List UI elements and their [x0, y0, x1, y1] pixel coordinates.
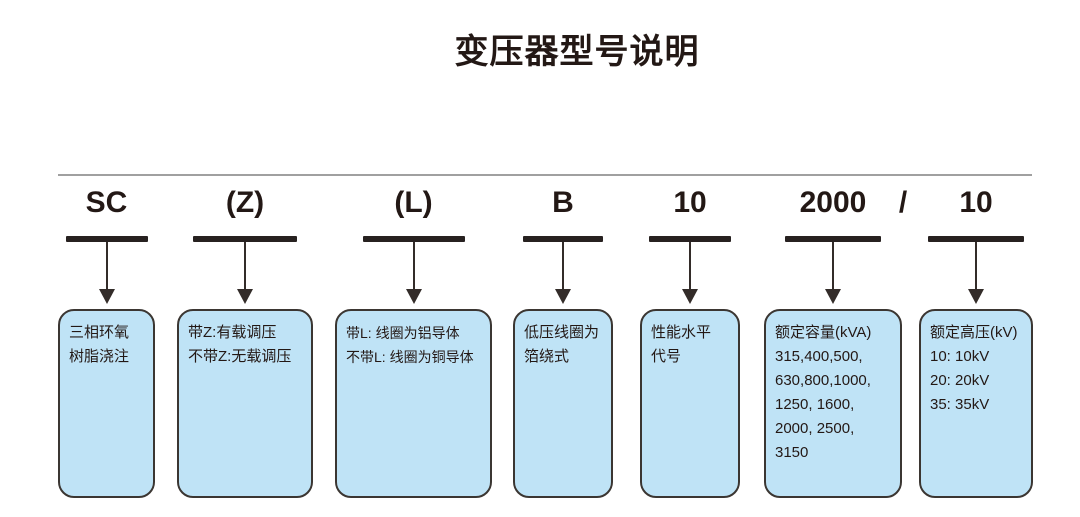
arrow-stem	[832, 242, 834, 292]
description-box: 额定容量(kVA) 315,400,500, 630,800,1000, 125…	[764, 309, 902, 498]
description-line: 带Z:有载调压	[188, 324, 277, 341]
down-arrow-icon	[968, 242, 984, 304]
code-label: SC	[85, 186, 128, 219]
description-line: 性能水平	[651, 324, 712, 341]
arrow-head	[555, 289, 571, 304]
description-line: 不带L: 线圈为铜导体	[346, 349, 474, 365]
code-label: 10	[673, 186, 707, 219]
down-arrow-icon	[237, 242, 253, 304]
description-line: 不带Z:无载调压	[188, 348, 292, 365]
code-underline	[928, 236, 1024, 242]
code-label: 2000	[799, 186, 867, 219]
page-title: 变压器型号说明	[454, 33, 700, 71]
description-box: 额定高压(kV) 10: 10kV 20: 20kV 35: 35kV	[919, 309, 1033, 498]
description-line: 3150	[775, 444, 809, 461]
arrow-head	[98, 289, 115, 304]
description-box: 带Z:有载调压 不带Z:无载调压	[177, 309, 313, 498]
code-underline	[649, 236, 731, 242]
description-line: 1250, 1600,	[775, 396, 855, 413]
description-line: 低压线圈为	[524, 324, 600, 341]
description-line: 35: 35kV	[930, 396, 990, 413]
segment-l: (L) 带L: 线圈为铝导体 不带L: 线圈为铜导体	[335, 0, 492, 517]
code-separator: /	[898, 186, 908, 219]
down-arrow-icon	[405, 242, 422, 304]
description-line: 315,400,500,	[775, 348, 863, 365]
arrow-stem	[244, 242, 246, 292]
segment-sc: SC 三相环氧 树脂浇注	[58, 0, 155, 517]
code-label: 10	[959, 186, 993, 219]
description-box: 带L: 线圈为铝导体 不带L: 线圈为铜导体	[335, 309, 492, 498]
description-box: 低压线圈为 箔绕式	[513, 309, 613, 498]
arrow-stem	[975, 242, 977, 292]
arrow-stem	[105, 242, 108, 292]
description-line: 代号	[651, 348, 682, 365]
description-line: 箔绕式	[524, 348, 570, 365]
code-underline	[785, 236, 881, 242]
description-line: 额定容量(kVA)	[775, 324, 872, 341]
code-label: B	[552, 186, 574, 219]
segment-b: B 低压线圈为 箔绕式	[513, 0, 613, 517]
description-box: 性能水平 代号	[640, 309, 740, 498]
down-arrow-icon	[682, 242, 698, 304]
description-line: 20: 20kV	[930, 372, 990, 389]
down-arrow-icon	[555, 242, 571, 304]
description-line: 2000, 2500,	[775, 420, 855, 437]
arrow-stem	[689, 242, 691, 292]
down-arrow-icon	[98, 242, 115, 304]
code-label: (Z)	[225, 186, 265, 219]
code-underline	[65, 236, 148, 242]
code-underline	[523, 236, 603, 242]
down-arrow-icon	[825, 242, 841, 304]
description-line: 630,800,1000,	[775, 372, 871, 389]
description-line: 带L: 线圈为铝导体	[346, 325, 460, 341]
code-underline	[362, 236, 465, 242]
segment-rated-high-voltage: 10 额定高压(kV) 10: 10kV 20: 20kV 35: 35kV	[919, 0, 1033, 517]
top-rule	[58, 174, 1032, 176]
arrow-head	[405, 289, 422, 304]
segment-z: (Z) 带Z:有载调压 不带Z:无载调压	[177, 0, 313, 517]
description-line: 树脂浇注	[69, 348, 130, 365]
description-box: 三相环氧 树脂浇注	[58, 309, 155, 498]
segment-performance-level: 10 性能水平 代号	[640, 0, 740, 517]
code-underline	[193, 236, 297, 242]
arrow-stem	[412, 242, 415, 292]
description-line: 三相环氧	[69, 324, 130, 341]
description-line: 10: 10kV	[930, 348, 990, 365]
segment-rated-capacity: 2000 额定容量(kVA) 315,400,500, 630,800,1000…	[764, 0, 902, 517]
arrow-stem	[562, 242, 564, 292]
code-label: (L)	[394, 186, 433, 219]
arrow-head	[825, 289, 841, 304]
arrow-head	[237, 289, 253, 304]
description-line: 额定高压(kV)	[930, 324, 1018, 341]
arrow-head	[682, 289, 698, 304]
arrow-head	[968, 289, 984, 304]
